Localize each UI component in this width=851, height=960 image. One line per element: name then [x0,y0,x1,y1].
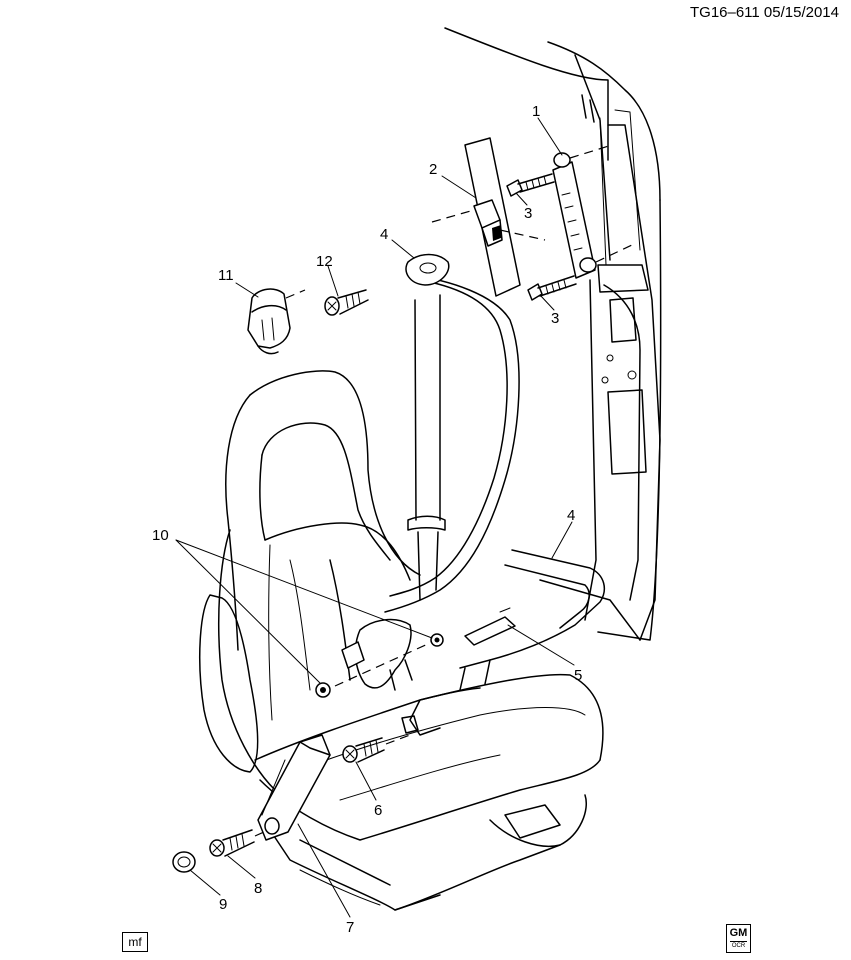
belt-guide-loop [341,253,606,691]
bolt-3-upper [506,173,555,197]
bolt-8 [209,829,265,857]
bolt-3-lower [527,275,577,301]
callout-2: 2 [429,161,437,178]
callout-3-lower: 3 [551,310,559,327]
callout-3-upper: 3 [524,205,532,222]
callout-6: 6 [374,802,382,819]
gm-logo-text: GM [729,927,748,939]
cover-11 [247,288,306,355]
callout-4-upper: 4 [380,226,388,243]
gm-logo: GM OCR [726,924,751,953]
callouts: 1 2 3 3 4 4 5 6 7 8 9 10 11 12 [152,103,582,936]
callout-11: 11 [218,267,234,284]
gm-logo-subtext: OCR [730,941,747,949]
bolt-12 [324,289,369,316]
callout-8: 8 [254,880,262,897]
callout-5: 5 [574,667,582,684]
cap-9 [172,851,196,873]
bolt-6 [342,734,411,763]
drawing-code: TG16–611 05/15/2014 [689,4,839,21]
lower-anchor-7 [257,734,331,841]
callout-7: 7 [346,919,354,936]
callout-10: 10 [152,527,169,544]
callout-1: 1 [532,103,540,120]
callout-12: 12 [316,253,333,270]
leader-lines [175,117,575,918]
upper-anchor-trim [431,137,546,297]
mf-badge: mf [122,932,148,952]
height-adjuster [552,144,633,279]
nut-10 [315,633,444,698]
callout-4-lower: 4 [567,507,575,524]
callout-9: 9 [219,896,227,913]
